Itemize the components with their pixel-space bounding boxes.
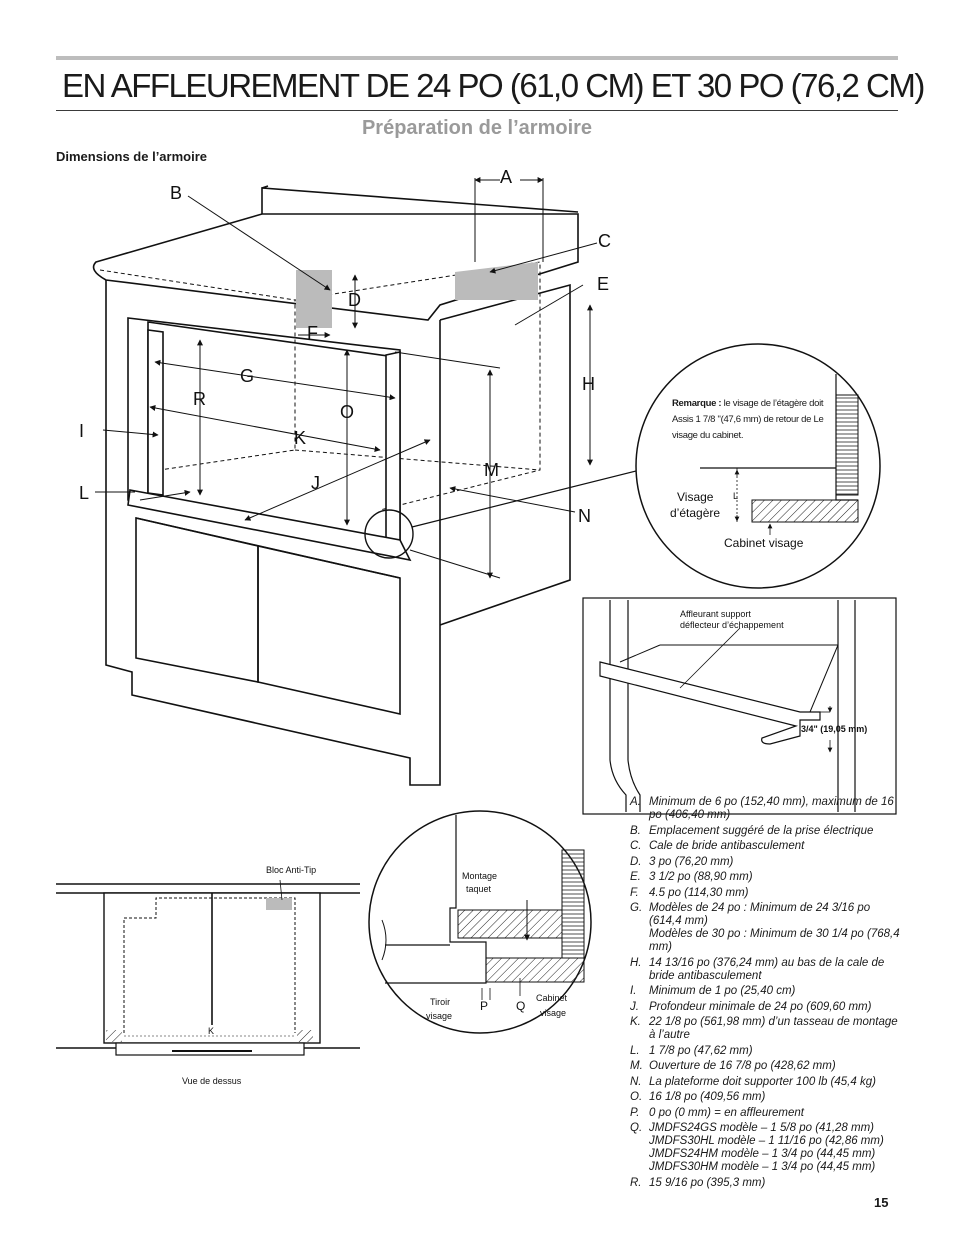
spec-item: Q.JMDFS24GS modèle – 1 5/8 po (41,28 mm)… xyxy=(630,1122,884,1173)
shelf-note-bold: Remarque : xyxy=(672,398,722,409)
deflector-dimension: 3/4" (19,05 mm) xyxy=(801,724,867,734)
deflector-caption-line2: déflecteur d’échappement xyxy=(680,620,784,630)
label-L: L xyxy=(79,483,89,503)
page-title: EN AFFLEUREMENT DE 24 PO (61,0 CM) ET 30… xyxy=(62,67,925,104)
drawer-face-label-line2: visage xyxy=(426,1011,452,1021)
mounting-bracket-label-line2: taquet xyxy=(466,884,492,894)
shelf-detail-circle: Visage d’étagère L Cabinet visage xyxy=(635,343,881,589)
label-M: M xyxy=(484,460,499,480)
top-view-diagram: Bloc Anti-Tip K Vue de dessus xyxy=(56,865,360,1086)
label-J: J xyxy=(311,473,320,493)
spec-item: D.3 po (76,20 mm) xyxy=(630,855,734,868)
dimension-spec-list: A.Minimum de 6 po (152,40 mm), maximum d… xyxy=(630,796,900,1192)
shelf-detail-label-L: L xyxy=(733,491,738,501)
spec-item: J.Profondeur minimale de 24 po (609,60 m… xyxy=(630,1000,872,1013)
spec-item: A.Minimum de 6 po (152,40 mm), maximum d… xyxy=(630,796,894,821)
deflector-detail: Affleurant support déflecteur d’échappem… xyxy=(582,597,897,815)
label-F: F xyxy=(307,323,318,343)
bracket-label-Q: Q xyxy=(516,999,525,1013)
label-D: D xyxy=(348,290,361,310)
mounting-bracket-label-line1: Montage xyxy=(462,871,497,881)
label-B: B xyxy=(170,183,182,203)
spec-item: R.15 9/16 po (395,3 mm) xyxy=(630,1176,766,1189)
spec-item: M.Ouverture de 16 7/8 po (428,62 mm) xyxy=(630,1060,836,1072)
label-O: O xyxy=(340,402,354,422)
shelf-face-label-line1: Visage xyxy=(677,490,714,504)
label-K: K xyxy=(294,428,306,448)
spec-item: C.Cale de bride antibasculement xyxy=(630,840,805,852)
label-C: C xyxy=(598,231,611,251)
top-view-label-K: K xyxy=(208,1026,214,1036)
cabinet-face-label-line1: Cabinet xyxy=(536,993,568,1003)
spec-item: O.16 1/8 po (409,56 mm) xyxy=(630,1091,766,1103)
bracket-label-P: P xyxy=(480,999,488,1013)
shelf-face-label-line2: d’étagère xyxy=(670,506,720,520)
label-N: N xyxy=(578,506,591,526)
diagram-letter-labels: A B C D E F G H I J K L M N O R xyxy=(79,167,611,526)
page-number: 15 xyxy=(874,1195,889,1210)
header-rule-bottom xyxy=(56,110,898,111)
cabinet-face-label-line2: visage xyxy=(540,1008,566,1018)
label-G: G xyxy=(240,366,254,386)
anti-tip-label: Bloc Anti-Tip xyxy=(266,865,316,875)
spec-item: L.1 7/8 po (47,62 mm) xyxy=(630,1044,753,1057)
cabinet-face-label: Cabinet visage xyxy=(724,536,804,550)
section-heading: Dimensions de l’armoire xyxy=(56,149,207,164)
spec-item: B.Emplacement suggéré de la prise électr… xyxy=(630,824,874,837)
spec-item: K.22 1/8 po (561,98 mm) d’un tasseau de … xyxy=(630,1016,898,1041)
drawer-face-label-line1: Tiroir xyxy=(430,997,450,1007)
spec-item: N.La plateforme doit supporter 100 lb (4… xyxy=(630,1075,876,1088)
spec-item: I.Minimum de 1 po (25,40 cm) xyxy=(630,985,796,997)
spec-item: H.14 13/16 po (376,24 mm) au bas de la c… xyxy=(630,956,885,982)
section-subtitle: Préparation de l’armoire xyxy=(361,117,593,139)
spec-item: E.3 1/2 po (88,90 mm) xyxy=(630,871,753,883)
shelf-note-text: le visage de l’étagère doit Assis 1 7/8 … xyxy=(672,398,824,441)
label-A: A xyxy=(500,167,512,187)
bracket-detail-circle: Montage taquet Tiroir visage P Q Cabinet… xyxy=(368,810,592,1034)
label-I: I xyxy=(79,421,84,441)
spec-item: G.Modèles de 24 po : Minimum de 24 3/16 … xyxy=(630,902,900,953)
dimension-lines xyxy=(95,177,598,579)
spec-item: F.4.5 po (114,30 mm) xyxy=(630,886,749,899)
label-R: R xyxy=(193,389,206,409)
spec-item: P.0 po (0 mm) = en affleurement xyxy=(630,1106,805,1119)
header-rule-top xyxy=(56,56,898,60)
label-H: H xyxy=(582,374,595,394)
cabinet-isometric-drawing xyxy=(92,185,641,786)
deflector-caption-line1: Affleurant support xyxy=(680,609,751,619)
top-view-caption: Vue de dessus xyxy=(182,1076,242,1086)
shelf-note: Remarque : le visage de l’étagère doit A… xyxy=(672,396,832,444)
label-E: E xyxy=(597,274,609,294)
